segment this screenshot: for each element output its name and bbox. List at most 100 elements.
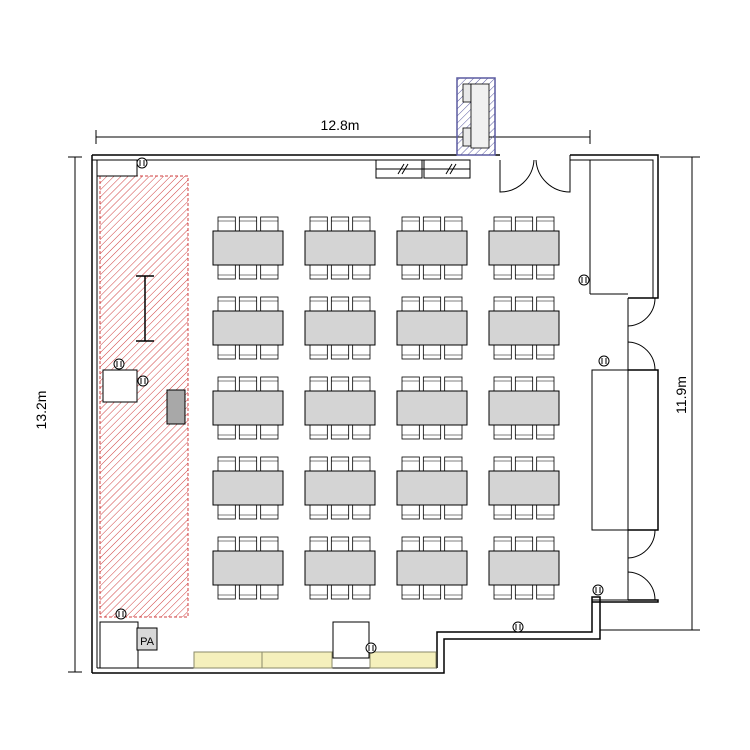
chair: [217, 456, 236, 472]
lectern: [102, 369, 138, 403]
dimension-top: 12.8m: [95, 117, 591, 144]
table-group: [304, 536, 376, 600]
chair: [352, 296, 371, 312]
chair: [238, 536, 258, 552]
chair: [217, 536, 236, 552]
chair: [260, 216, 279, 232]
chair: [330, 456, 350, 472]
table-group: [304, 456, 376, 520]
pa-icon: PA: [136, 627, 158, 651]
chair: [444, 344, 463, 360]
chair: [493, 536, 512, 552]
screen-stand: [136, 275, 154, 342]
chair: [493, 504, 512, 520]
table: [212, 470, 284, 506]
table-group: [488, 376, 560, 440]
chair: [330, 264, 350, 280]
outlets: [113, 157, 610, 654]
chair: [330, 376, 350, 392]
chair: [401, 296, 420, 312]
door-swing-icon: [627, 297, 656, 371]
chair: [309, 344, 328, 360]
table-group: [396, 216, 468, 280]
chair: [444, 504, 463, 520]
table: [304, 310, 376, 346]
outlet-icon: [113, 358, 125, 370]
chair: [309, 584, 328, 600]
chair: [352, 376, 371, 392]
table-group: [212, 456, 284, 520]
table: [212, 230, 284, 266]
chair: [217, 504, 236, 520]
table-group: [488, 536, 560, 600]
chair: [309, 424, 328, 440]
outlet-icon: [115, 608, 127, 620]
chair: [493, 264, 512, 280]
chair: [238, 504, 258, 520]
bottom-pillar: [332, 621, 370, 659]
chair: [536, 376, 555, 392]
chair: [493, 456, 512, 472]
table: [488, 230, 560, 266]
chair: [217, 584, 236, 600]
chair: [238, 264, 258, 280]
outlet-icon: [512, 621, 524, 633]
corner-pillar: [96, 159, 138, 177]
chair: [422, 264, 442, 280]
chair: [493, 216, 512, 232]
walls: [91, 154, 659, 674]
table: [396, 390, 468, 426]
podium: [166, 389, 186, 425]
chair: [260, 264, 279, 280]
outlet-icon: [136, 157, 148, 169]
table: [488, 470, 560, 506]
chair: [352, 584, 371, 600]
chair: [536, 536, 555, 552]
table: [396, 230, 468, 266]
chair: [330, 216, 350, 232]
chair: [401, 584, 420, 600]
chair: [493, 376, 512, 392]
table-group: [488, 296, 560, 360]
table-group: [212, 296, 284, 360]
chair: [536, 456, 555, 472]
chair: [514, 296, 534, 312]
table: [488, 390, 560, 426]
table-group: [488, 216, 560, 280]
chair: [309, 296, 328, 312]
chair: [401, 216, 420, 232]
chair: [309, 264, 328, 280]
table: [396, 470, 468, 506]
chair: [444, 536, 463, 552]
chair: [514, 216, 534, 232]
chair: [217, 296, 236, 312]
chair: [217, 424, 236, 440]
chair: [493, 296, 512, 312]
chair: [401, 504, 420, 520]
chair: [309, 504, 328, 520]
window-unit: [375, 159, 471, 179]
chair: [493, 424, 512, 440]
right-height-dimension-label: 11.9m: [673, 376, 689, 414]
table-group: [304, 296, 376, 360]
width-dimension-label: 12.8m: [321, 117, 360, 133]
outlet-icon: [592, 584, 604, 596]
table-group: [396, 456, 468, 520]
table: [212, 310, 284, 346]
chair: [422, 504, 442, 520]
door-swing-icon: [627, 529, 656, 601]
table-group: [212, 376, 284, 440]
table: [396, 310, 468, 346]
chair: [260, 536, 279, 552]
chair: [330, 296, 350, 312]
chair: [514, 456, 534, 472]
chair: [444, 296, 463, 312]
table-group: [212, 536, 284, 600]
chair: [217, 376, 236, 392]
chair: [238, 456, 258, 472]
chair: [330, 424, 350, 440]
chair: [260, 584, 279, 600]
chair: [330, 344, 350, 360]
